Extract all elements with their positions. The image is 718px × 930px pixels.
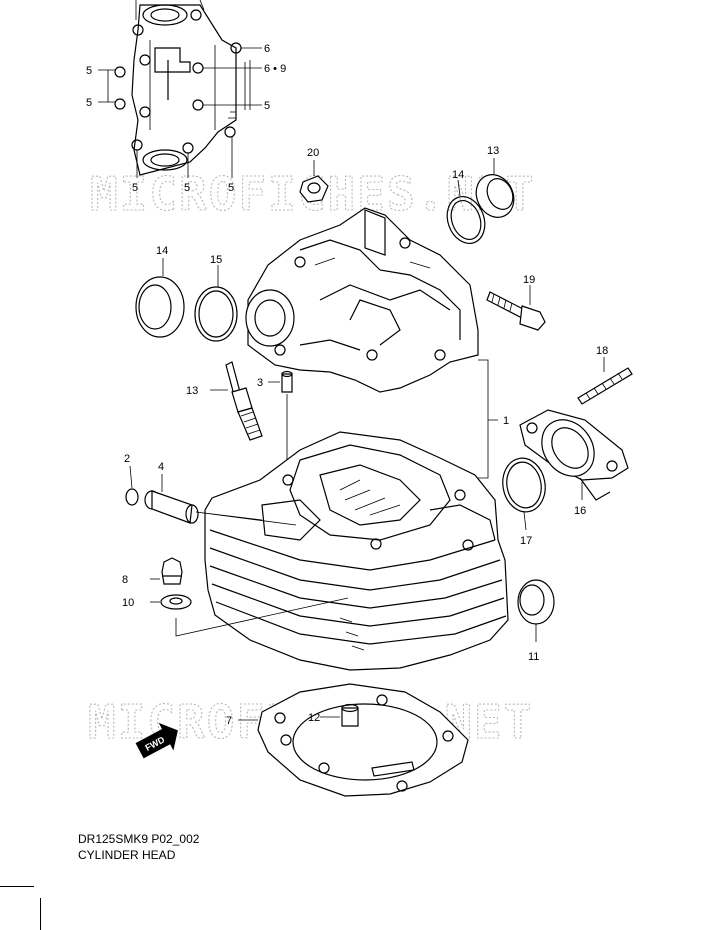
label-5: 5 xyxy=(184,182,190,194)
leader-14-upper xyxy=(457,179,461,197)
label-5: 5 xyxy=(132,182,138,194)
label-14: 15 xyxy=(210,254,222,266)
label-5: 5 xyxy=(86,65,92,77)
label-5: 5 xyxy=(86,97,92,109)
stud-18[interactable] xyxy=(577,367,633,405)
label-1: 1 xyxy=(503,415,509,427)
cylinder-head[interactable] xyxy=(245,207,479,393)
cylinder-head-cover[interactable] xyxy=(114,4,242,176)
intake-pipe-16[interactable] xyxy=(519,409,629,501)
label-10: 8 xyxy=(122,574,128,586)
leader-1 xyxy=(462,359,498,479)
label-12: 13 xyxy=(186,385,198,397)
label-18: 18 xyxy=(596,345,608,357)
leader-2 xyxy=(129,465,133,489)
o-ring-17-inner xyxy=(506,461,542,509)
crop-mark-horizontal xyxy=(0,886,34,887)
label-20: 20 xyxy=(307,147,319,159)
leader-4-target xyxy=(195,511,297,526)
label-6: 6 xyxy=(264,43,270,55)
o-ring-17[interactable] xyxy=(499,455,550,515)
fwd-arrow-icon: FWD xyxy=(135,722,178,759)
plug-15[interactable] xyxy=(517,579,555,625)
dowel-pin-3[interactable] xyxy=(281,370,293,393)
label-13: 14 xyxy=(156,245,168,257)
cover-leaders xyxy=(98,0,262,178)
gasket-2[interactable] xyxy=(125,488,139,506)
o-ring-14-upper[interactable] xyxy=(441,191,491,248)
label-2: 2 xyxy=(124,453,130,465)
leader-10-11-target xyxy=(175,597,349,637)
label-17: 17 xyxy=(520,535,532,547)
pipe-4[interactable] xyxy=(144,490,199,524)
label-8: 12 xyxy=(308,712,320,724)
spark-plug-12[interactable] xyxy=(225,361,263,441)
label-3: 3 xyxy=(257,377,263,389)
washer-11[interactable] xyxy=(160,594,192,610)
leader-17 xyxy=(523,511,527,531)
crop-mark-vertical xyxy=(40,898,41,930)
o-ring-14-upper-inner xyxy=(450,200,482,240)
label-7: 7 xyxy=(226,715,232,727)
label-15: 11 xyxy=(528,651,539,663)
o-ring-14-left-inner xyxy=(198,290,234,338)
label-4: 4 xyxy=(158,461,164,473)
label-19: 19 xyxy=(523,274,535,286)
label-14: 14 xyxy=(452,169,464,181)
diagram-title: CYLINDER HEAD xyxy=(78,848,176,862)
nut-20[interactable] xyxy=(299,175,329,203)
label-5: 5 xyxy=(228,182,234,194)
label-11: 10 xyxy=(122,597,134,609)
label-6-9: 6 • 9 xyxy=(264,63,286,75)
gasket-7[interactable] xyxy=(257,683,469,797)
label-16: 16 xyxy=(574,505,586,517)
leader-3 xyxy=(268,381,288,470)
cylinder[interactable] xyxy=(204,431,509,671)
bolt-19[interactable] xyxy=(486,291,546,331)
cap-13-upper[interactable] xyxy=(469,168,520,223)
dowel-pin-8[interactable] xyxy=(341,703,359,727)
model-code: DR125SMK9 P02_002 xyxy=(78,832,200,846)
nut-10[interactable] xyxy=(161,557,183,585)
o-ring-14-left[interactable] xyxy=(194,286,238,342)
cap-13-left[interactable] xyxy=(135,276,185,338)
label-5: 5 xyxy=(264,100,270,112)
label-13: 13 xyxy=(487,145,499,157)
